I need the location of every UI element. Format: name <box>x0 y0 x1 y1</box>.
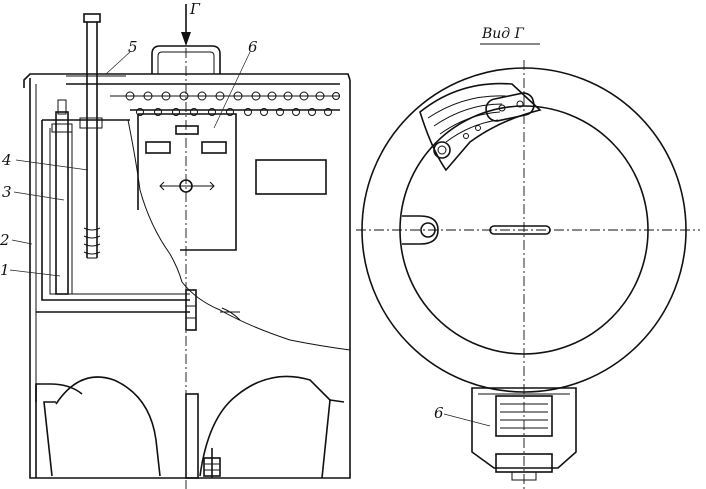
arrow-label: Г <box>189 0 201 18</box>
callout-5: 5 <box>128 38 138 56</box>
callout-6-top: 6 <box>248 38 258 56</box>
bottom-panel <box>471 387 577 481</box>
regulator-cap <box>83 13 101 23</box>
casing-window <box>255 159 327 195</box>
control-panel <box>138 113 237 251</box>
callout-4: 4 <box>1 151 12 169</box>
callout-1: 1 <box>0 261 10 279</box>
casing-top-rim <box>23 73 351 88</box>
gear-mechanism <box>419 82 542 172</box>
inner-tank <box>41 120 190 301</box>
view-title: Вид Г <box>481 26 525 42</box>
callout-6-bottom: 6 <box>434 404 444 422</box>
vent-holes <box>125 91 340 116</box>
callout-2: 2 <box>0 231 10 249</box>
break-line <box>127 119 351 351</box>
outer-casing <box>29 78 351 479</box>
side-section-view: Г 1 2 3 4 5 6 <box>0 0 351 489</box>
callout-3: 3 <box>2 183 12 201</box>
heating-element <box>55 111 69 295</box>
top-view: Вид Г <box>356 26 700 489</box>
